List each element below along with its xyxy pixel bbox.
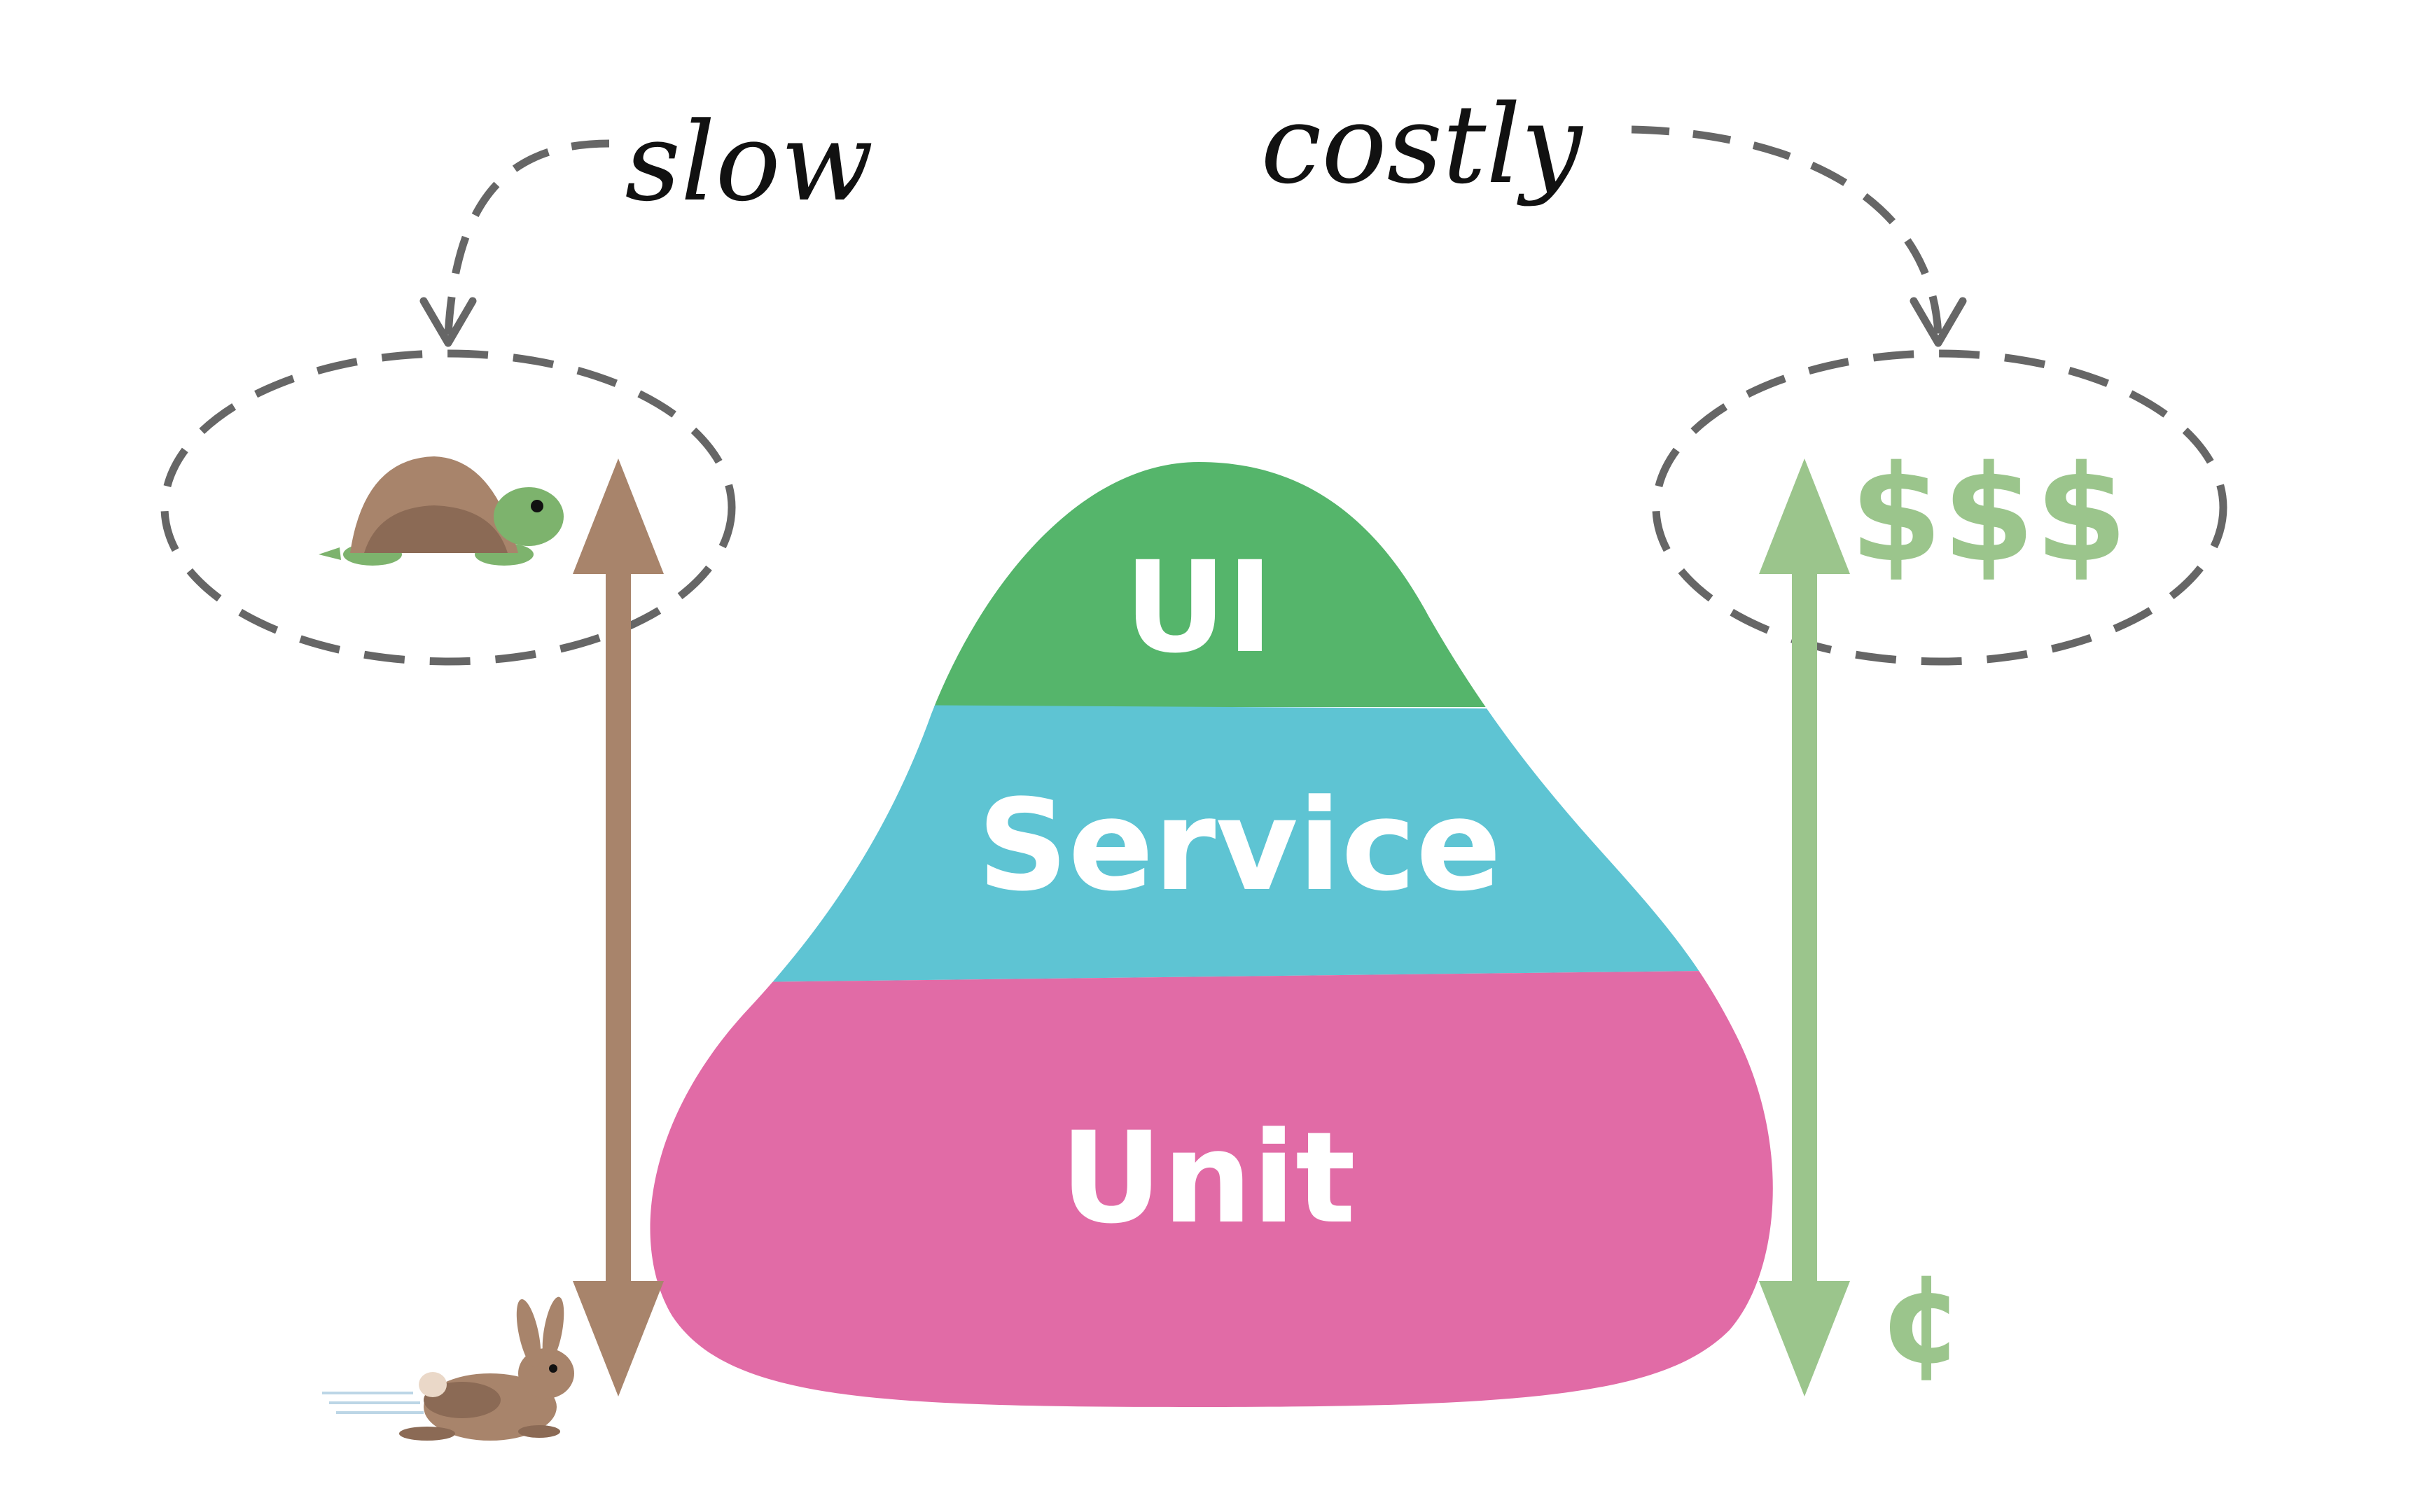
service-layer-label: Service — [978, 773, 1501, 919]
costly-highlight-ellipse — [1652, 349, 2227, 666]
cost-scale-arrow — [1759, 458, 1850, 1396]
ui-service-band — [650, 704, 1773, 983]
costly-pointer-arrow — [1631, 125, 1967, 347]
rabbit-icon — [322, 1296, 574, 1441]
ui-layer-label: UI — [1124, 535, 1273, 681]
slow-pointer-arrow — [419, 139, 610, 347]
slow-highlight-ellipse — [160, 349, 736, 666]
high-cost-label: $$$ — [1850, 437, 2128, 592]
costly-annotation: costly — [1260, 81, 1584, 208]
low-cost-label: ¢ — [1879, 1249, 1965, 1391]
unit-layer-label: Unit — [1060, 1105, 1356, 1252]
slow-annotation: slow — [625, 99, 873, 225]
unit-layer — [650, 969, 1773, 1407]
turtle-icon — [319, 456, 564, 566]
speed-scale-arrow — [573, 458, 664, 1396]
